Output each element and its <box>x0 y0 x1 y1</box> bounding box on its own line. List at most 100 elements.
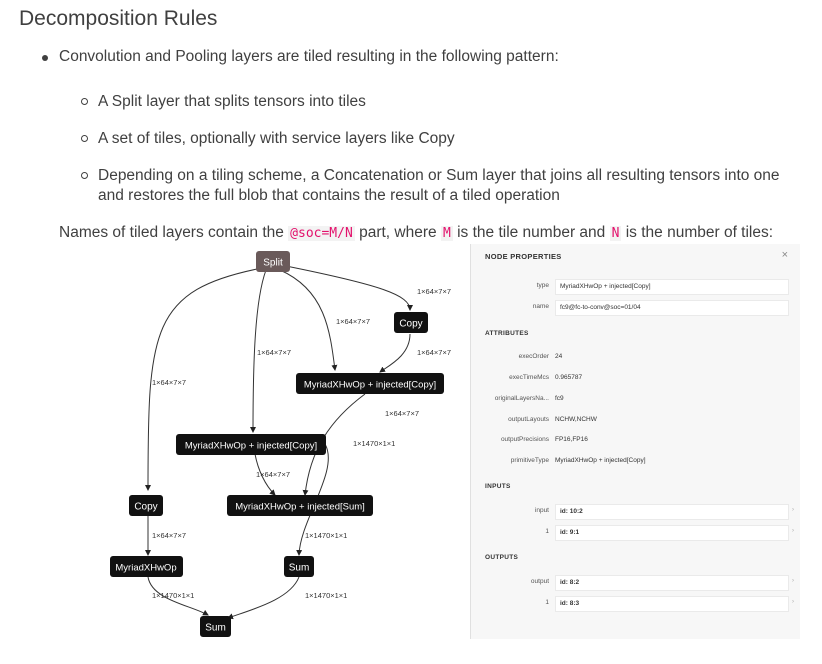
bullet-list: Convolution and Pooling layers are tiled… <box>40 46 810 68</box>
page-title: Decomposition Rules <box>19 7 218 30</box>
attr-row: execTimeMcs 0.965787 <box>471 371 800 387</box>
edge-split-copy-left <box>145 267 263 491</box>
sub-bullet-item: A Split layer that splits tensors into t… <box>80 92 790 112</box>
node-copy-top[interactable]: Copy <box>399 319 422 330</box>
node-myr[interactable]: MyriadXHwOp <box>115 563 176 574</box>
edge-label: 1×64×7×7 <box>385 409 419 418</box>
edge-label: 1×64×7×7 <box>256 470 290 479</box>
attr-value: fc9 <box>555 395 564 402</box>
node-myr-copy1-box <box>296 373 444 394</box>
prop-key: name <box>532 303 549 310</box>
attr-row: originalLayersNa... fc9 <box>471 392 800 408</box>
output-row[interactable]: output id: 8:2 › <box>471 575 800 591</box>
inputs-label: INPUTS <box>485 483 511 490</box>
attr-value: 24 <box>555 353 563 360</box>
node-split-box <box>256 251 290 272</box>
attr-key: outputLayouts <box>508 416 549 423</box>
edge-label: 1×64×7×7 <box>257 348 291 357</box>
prop-row: type MyriadXHwOp + injected[Copy] <box>471 279 800 295</box>
chevron-right-icon[interactable]: › <box>792 507 794 513</box>
edge-label: 1×64×7×7 <box>152 378 186 387</box>
chevron-right-icon[interactable]: › <box>792 599 794 605</box>
panel-header: NODE PROPERTIES <box>485 252 562 261</box>
edge-myr-sum-bottom <box>147 576 209 616</box>
attr-key: originalLayersNa... <box>494 395 549 402</box>
attr-value: MyriadXHwOp + injected[Copy] <box>555 457 646 464</box>
sub-bullet-item: Depending on a tiling scheme, a Concaten… <box>80 166 790 206</box>
prop-value: MyriadXHwOp + injected[Copy] <box>555 279 789 295</box>
tiling-graph: Split Copy MyriadXHwOp + injected[Copy] … <box>110 251 451 637</box>
attr-key: execTimeMcs <box>509 374 549 381</box>
sub-bullet-item: A set of tiles, optionally with service … <box>80 129 790 149</box>
node-copy-left-box <box>129 495 163 516</box>
para-text: part, where <box>354 224 441 241</box>
node-copy-top-box <box>394 312 428 333</box>
code-m: M <box>440 226 453 241</box>
naming-paragraph: Names of tiled layers contain the @soc=M… <box>59 224 773 242</box>
prop-key: type <box>536 282 549 289</box>
attr-row: outputLayouts NCHW,NCHW <box>471 413 800 429</box>
output-row[interactable]: 1 id: 8:3 › <box>471 596 800 612</box>
node-properties-panel: NODE PROPERTIES × type MyriadXHwOp + inj… <box>470 244 800 639</box>
edge-label: 1×1470×1×1 <box>305 531 347 540</box>
edge-label: 1×64×7×7 <box>417 348 451 357</box>
graph-nodes: Split Copy MyriadXHwOp + injected[Copy] … <box>110 251 444 637</box>
chevron-right-icon[interactable]: › <box>792 578 794 584</box>
input-row[interactable]: input id: 10:2 › <box>471 504 800 520</box>
attr-row: outputPrecisions FP16,FP16 <box>471 433 800 449</box>
para-text: is the tile number and <box>452 224 610 241</box>
node-myr-sum-box <box>227 495 373 516</box>
node-myr-copy2-box <box>176 434 326 455</box>
outputs-label: OUTPUTS <box>485 554 519 561</box>
output-value[interactable]: id: 8:2 <box>555 575 789 591</box>
code-soc: @soc=M/N <box>288 226 355 241</box>
node-copy-left[interactable]: Copy <box>134 502 157 513</box>
prop-value: fc9@fc-to-conv@soc=01/04 <box>555 300 789 316</box>
node-myr-copy2[interactable]: MyriadXHwOp + injected[Copy] <box>185 441 317 452</box>
input-key: 1 <box>545 528 549 535</box>
edge-sum-mid-sum-bottom <box>227 576 300 620</box>
attr-key: execOrder <box>518 353 549 360</box>
prop-row: name fc9@fc-to-conv@soc=01/04 <box>471 300 800 316</box>
input-row[interactable]: 1 id: 9:1 › <box>471 525 800 541</box>
edge-label: 1×64×7×7 <box>417 287 451 296</box>
attr-value: NCHW,NCHW <box>555 416 597 423</box>
node-sum-bottom[interactable]: Sum <box>205 623 226 634</box>
edge-split-myr-copy2 <box>250 269 267 433</box>
bullet-item: Convolution and Pooling layers are tiled… <box>40 46 810 68</box>
attr-key: primitiveType <box>510 457 549 464</box>
edge-label: 1×64×7×7 <box>336 317 370 326</box>
input-value[interactable]: id: 9:1 <box>555 525 789 541</box>
input-value[interactable]: id: 10:2 <box>555 504 789 520</box>
node-sum-bottom-box <box>200 616 231 637</box>
edge-label: 1×1470×1×1 <box>353 439 395 448</box>
node-sum-mid-box <box>284 556 314 577</box>
edge-copy-top-myr-copy1 <box>379 333 411 373</box>
edge-label: 1×64×7×7 <box>152 531 186 540</box>
attr-key: outputPrecisions <box>500 436 549 443</box>
sub-bullet-list: A Split layer that splits tensors into t… <box>80 92 790 223</box>
edge-split-copy-top <box>285 265 413 311</box>
input-key: input <box>534 507 549 514</box>
edge-split-myr-copy1 <box>279 269 338 371</box>
attr-value: FP16,FP16 <box>555 436 588 443</box>
output-key: output <box>530 578 549 585</box>
attr-row: primitiveType MyriadXHwOp + injected[Cop… <box>471 454 800 470</box>
output-value[interactable]: id: 8:3 <box>555 596 789 612</box>
attr-value: 0.965787 <box>555 374 583 381</box>
edge-myr-copy2-myr-sum <box>254 453 276 496</box>
para-text: Names of tiled layers contain the <box>59 224 289 241</box>
node-sum-mid[interactable]: Sum <box>289 563 310 574</box>
edge-label: 1×1470×1×1 <box>305 591 347 600</box>
attr-row: execOrder 24 <box>471 350 800 366</box>
edge-labels: 1×64×7×7 1×64×7×7 1×64×7×7 1×64×7×7 1×64… <box>152 287 451 600</box>
node-split[interactable]: Split <box>263 258 283 269</box>
chevron-right-icon[interactable]: › <box>792 528 794 534</box>
node-myr-sum[interactable]: MyriadXHwOp + injected[Sum] <box>235 502 365 513</box>
para-text: is the number of tiles: <box>621 224 774 241</box>
node-myr-copy1[interactable]: MyriadXHwOp + injected[Copy] <box>304 380 436 391</box>
code-n: N <box>609 226 622 241</box>
output-key: 1 <box>545 599 549 606</box>
attributes-label: ATTRIBUTES <box>485 330 529 337</box>
close-icon[interactable]: × <box>781 249 788 261</box>
